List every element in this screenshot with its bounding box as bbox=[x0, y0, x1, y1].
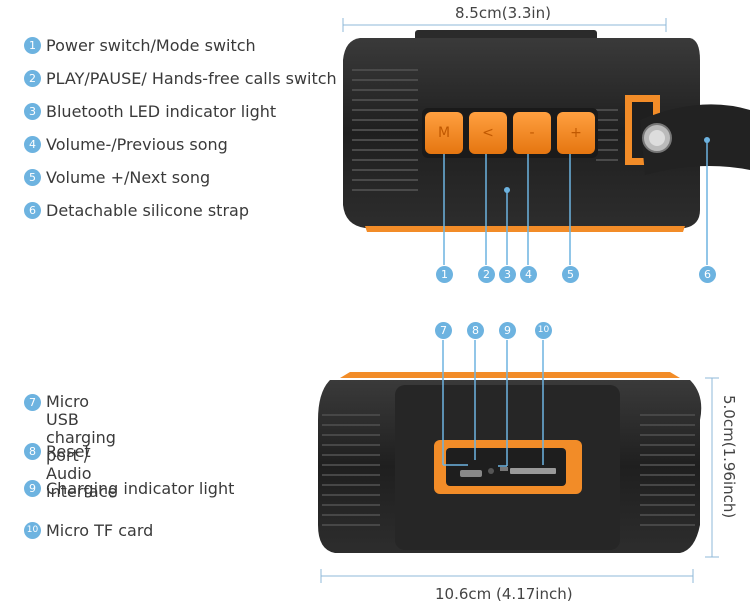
legend-item-reset: 8 Reset bbox=[24, 442, 91, 461]
legend-label: Detachable silicone strap bbox=[46, 201, 249, 220]
top-width-label: 8.5cm(3.3in) bbox=[455, 4, 551, 22]
button-volume-up-label: + bbox=[570, 125, 582, 141]
callout-5: 5 bbox=[562, 266, 579, 283]
button-play-pause[interactable]: < bbox=[469, 112, 507, 154]
legend-label: Power switch/Mode switch bbox=[46, 36, 256, 55]
legend-number: 4 bbox=[24, 136, 41, 153]
top-dimension-line bbox=[342, 18, 667, 32]
button-play-pause-label: < bbox=[482, 125, 494, 141]
callout-3: 3 bbox=[499, 266, 516, 283]
legend-item-volume-up: 5 Volume +/Next song bbox=[24, 168, 210, 187]
legend-item-charging: 9 Charging indicator light bbox=[24, 479, 234, 498]
callout-2: 2 bbox=[478, 266, 495, 283]
legend-number: 9 bbox=[24, 480, 41, 497]
callout-lines-top bbox=[443, 135, 708, 265]
legend-item-usb: 7 Micro USB charging port / Audio interf… bbox=[24, 393, 117, 501]
legend-number: 8 bbox=[24, 443, 41, 460]
legend-item-strap: 6 Detachable silicone strap bbox=[24, 201, 249, 220]
callout-lines-bottom bbox=[442, 340, 544, 467]
callout-9: 9 bbox=[499, 322, 516, 339]
button-volume-down-label: - bbox=[529, 125, 535, 141]
bottom-dimension-line bbox=[320, 569, 694, 583]
legend-number: 6 bbox=[24, 202, 41, 219]
callout-1: 1 bbox=[436, 266, 453, 283]
legend-label: Volume-/Previous song bbox=[46, 135, 228, 154]
button-row: M < - + bbox=[425, 112, 595, 154]
legend-number: 3 bbox=[24, 103, 41, 120]
callout-4: 4 bbox=[520, 266, 537, 283]
button-mode[interactable]: M bbox=[425, 112, 463, 154]
callout-10: 10 bbox=[535, 322, 552, 339]
callout-7: 7 bbox=[435, 322, 452, 339]
height-dimension-line bbox=[705, 377, 719, 558]
legend-label: Micro USB charging port / Audio interfac… bbox=[46, 393, 117, 501]
legend-item-bluetooth: 3 Bluetooth LED indicator light bbox=[24, 102, 276, 121]
legend-item-tf-card: 10 Micro TF card bbox=[24, 521, 153, 540]
callout-6: 6 bbox=[699, 266, 716, 283]
button-volume-up[interactable]: + bbox=[557, 112, 595, 154]
legend-number: 7 bbox=[24, 394, 41, 411]
legend-item-volume-down: 4 Volume-/Previous song bbox=[24, 135, 228, 154]
legend-number: 5 bbox=[24, 169, 41, 186]
button-mode-label: M bbox=[437, 125, 451, 141]
button-volume-down[interactable]: - bbox=[513, 112, 551, 154]
legend-label: Volume +/Next song bbox=[46, 168, 211, 187]
legend-label: Charging indicator light bbox=[46, 479, 235, 498]
legend-label: Reset bbox=[46, 442, 91, 461]
legend-number: 2 bbox=[24, 70, 41, 87]
legend-number: 10 bbox=[24, 522, 41, 539]
legend-label: Micro TF card bbox=[46, 521, 154, 540]
legend-label: PLAY/PAUSE/ Hands-free calls switch bbox=[46, 69, 337, 88]
legend-item-play: 2 PLAY/PAUSE/ Hands-free calls switch bbox=[24, 69, 337, 88]
speaker-side-view bbox=[318, 372, 702, 553]
legend-number: 1 bbox=[24, 37, 41, 54]
legend-label-line2: Audio interface bbox=[46, 464, 118, 501]
bottom-width-label: 10.6cm (4.17inch) bbox=[435, 585, 573, 603]
legend-item-power: 1 Power switch/Mode switch bbox=[24, 36, 256, 55]
legend-label-line1: Micro USB charging port / bbox=[46, 392, 116, 465]
callout-8: 8 bbox=[467, 322, 484, 339]
height-label: 5.0cm(1.96inch) bbox=[720, 395, 738, 519]
legend-label: Bluetooth LED indicator light bbox=[46, 102, 277, 121]
